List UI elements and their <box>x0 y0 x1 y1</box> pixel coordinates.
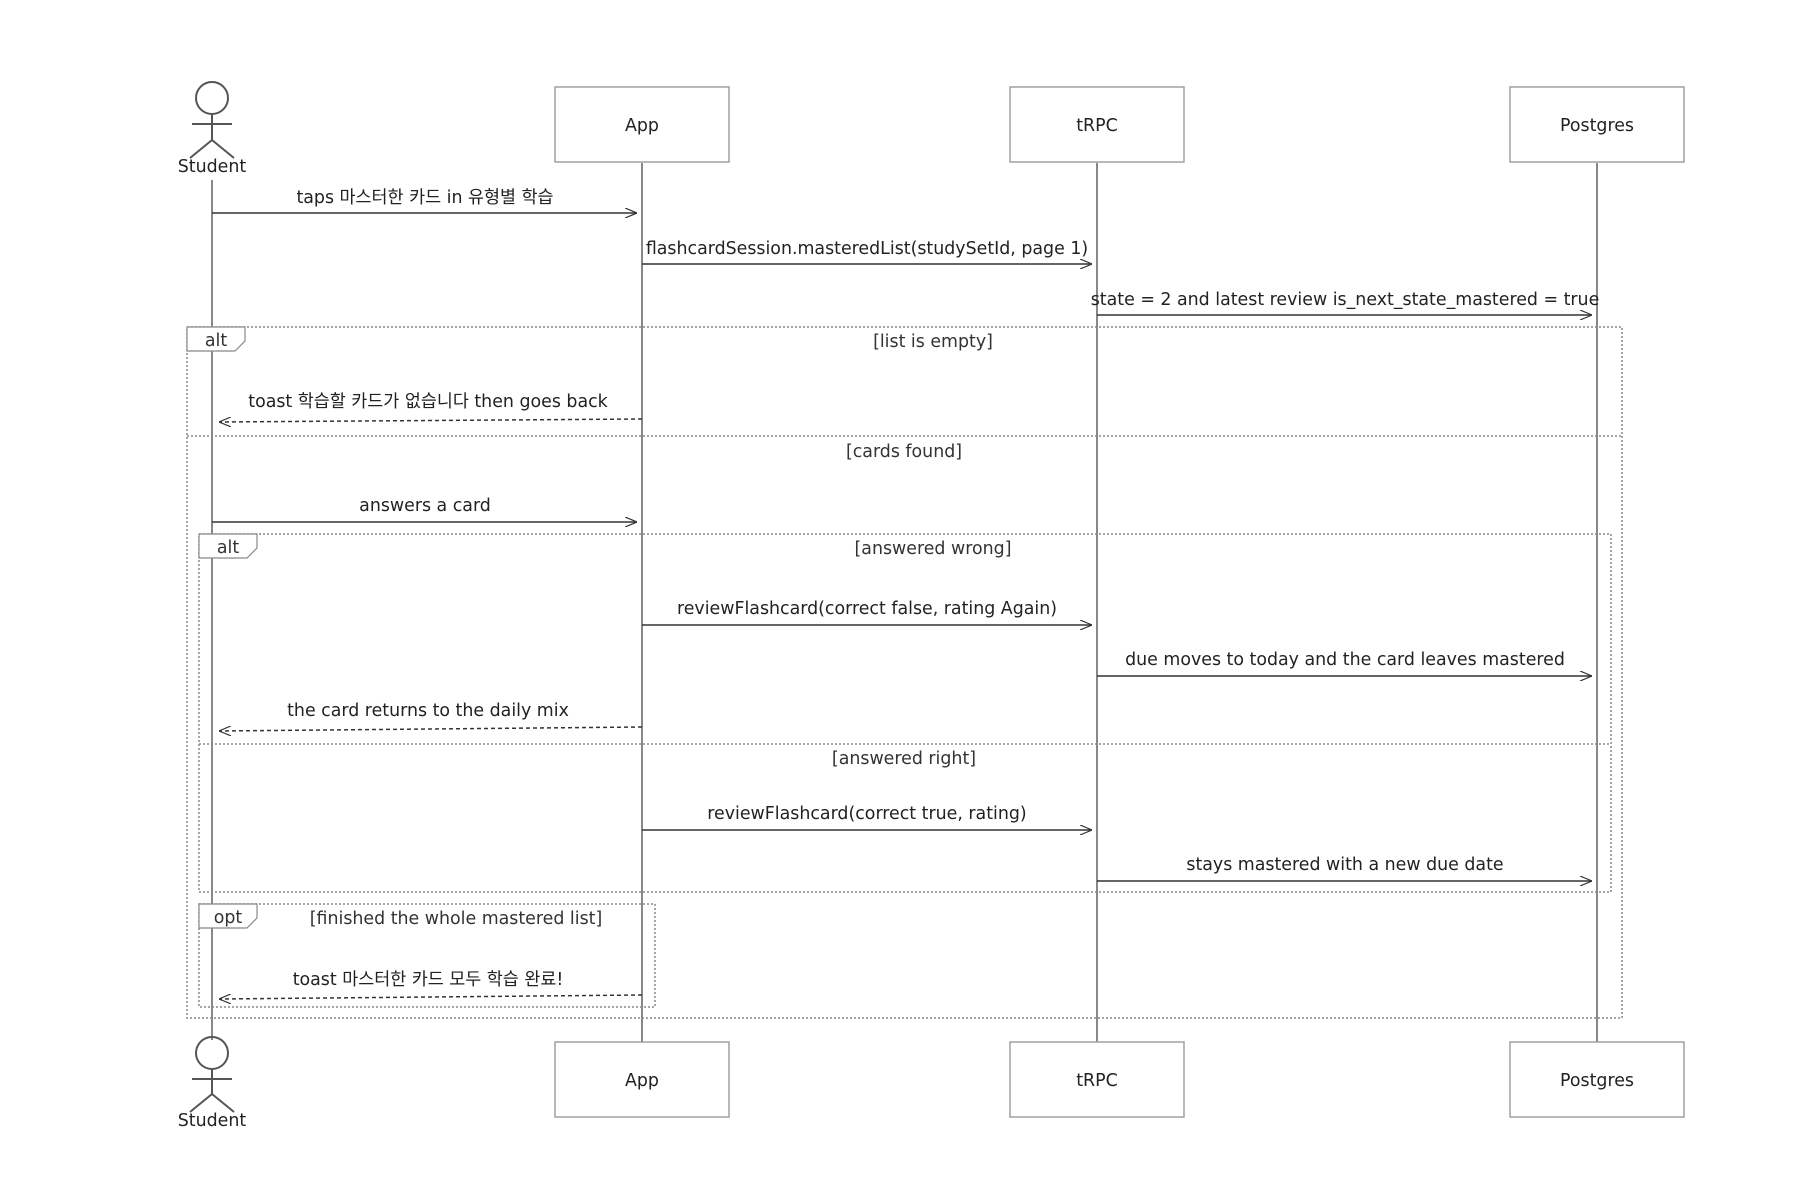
message-label: toast 학습할 카드가 없습니다 then goes back <box>248 392 608 412</box>
participant-label: Postgres <box>1560 1071 1634 1091</box>
participant-student-bottom: Student <box>178 1036 247 1131</box>
message-label: reviewFlashcard(correct true, rating) <box>707 804 1026 824</box>
participant-postgres-bottom: Postgres <box>1509 1041 1685 1118</box>
participant-label: Student <box>178 1111 247 1131</box>
message-label: stays mastered with a new due date <box>1186 855 1503 875</box>
message-label: reviewFlashcard(correct false, rating Ag… <box>677 599 1057 619</box>
message-label: due moves to today and the card leaves m… <box>1125 650 1565 670</box>
message-label: flashcardSession.masteredList(studySetId… <box>646 239 1088 259</box>
participant-label: Postgres <box>1560 116 1634 136</box>
reply-arrow <box>219 419 643 422</box>
fragment-keyword: opt <box>214 908 243 928</box>
message-label: the card returns to the daily mix <box>287 701 569 721</box>
message-label: toast 마스터한 카드 모두 학습 완료! <box>293 970 564 990</box>
participant-label: App <box>625 1071 659 1091</box>
participant-label: tRPC <box>1076 1071 1118 1091</box>
participant-label: App <box>625 116 659 136</box>
alt-fragment-outer: alt [list is empty] [cards found] <box>186 326 1623 1019</box>
participant-app-bottom: App <box>554 1041 730 1118</box>
participant-trpc-top: tRPC <box>1009 86 1185 163</box>
participant-label: Student <box>178 157 247 177</box>
participant-label: tRPC <box>1076 116 1118 136</box>
alt-fragment-inner: alt [answered wrong] [answered right] <box>198 533 1612 893</box>
fragment-condition: [answered wrong] <box>855 539 1012 559</box>
fragment-keyword: alt <box>217 538 239 558</box>
fragment-condition: [finished the whole mastered list] <box>310 909 603 929</box>
actor-icon <box>189 81 235 159</box>
participant-student-top: Student <box>178 81 247 177</box>
reply-arrow <box>219 995 643 999</box>
message-label: state = 2 and latest review is_next_stat… <box>1091 290 1600 310</box>
actor-icon <box>189 1036 235 1113</box>
reply-arrow <box>219 727 643 731</box>
message-label: answers a card <box>359 496 491 516</box>
fragment-keyword: alt <box>205 331 227 351</box>
participant-postgres-top: Postgres <box>1509 86 1685 163</box>
fragment-condition: [list is empty] <box>873 332 993 352</box>
fragment-condition: [cards found] <box>846 442 962 462</box>
participant-trpc-bottom: tRPC <box>1009 1041 1185 1118</box>
fragment-condition: [answered right] <box>832 749 976 769</box>
message-label: taps 마스터한 카드 in 유형별 학습 <box>296 188 553 208</box>
opt-fragment: opt [finished the whole mastered list] <box>198 903 656 1008</box>
participant-app-top: App <box>554 86 730 163</box>
